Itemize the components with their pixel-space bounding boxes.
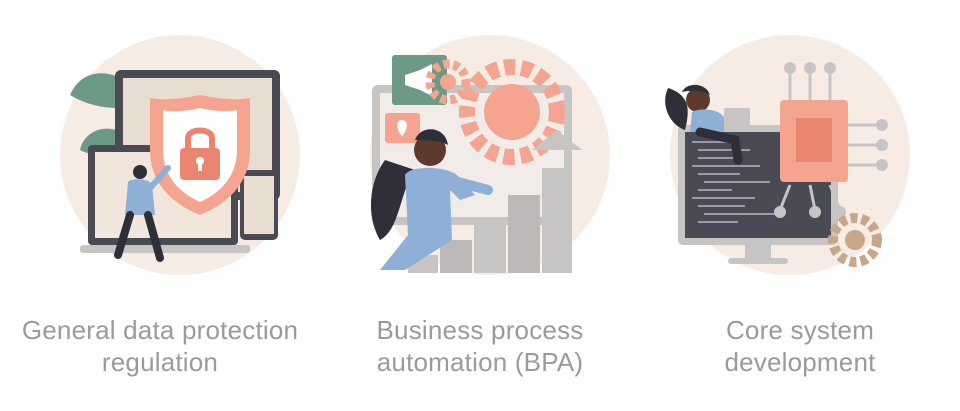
caption-line: regulation — [101, 347, 219, 377]
panel-core: Core system development — [640, 0, 960, 411]
caption-line: General data protection — [21, 315, 299, 345]
gear-icon — [828, 213, 882, 267]
caption-bpa: Business process automation (BPA) — [320, 314, 640, 378]
caption-line: Business process — [376, 315, 584, 345]
core-illustration — [665, 35, 910, 275]
gear-icon — [459, 59, 565, 165]
panel-bpa: Business process automation (BPA) — [320, 0, 640, 411]
gdpr-illustration — [60, 35, 300, 275]
gear-icon — [425, 59, 471, 105]
person-figure — [114, 165, 171, 262]
laptop-icon — [724, 108, 750, 126]
caption-core: Core system development — [640, 314, 960, 378]
code-lines — [692, 141, 780, 223]
circuit-nodes — [774, 62, 888, 218]
circuit-lines — [778, 70, 880, 211]
padlock-icon — [185, 127, 215, 150]
caption-line: automation (BPA) — [376, 347, 584, 377]
person-figure — [370, 129, 493, 270]
bpa-illustration — [370, 35, 610, 275]
location-pin-icon — [397, 120, 407, 136]
caption-gdpr: General data protection regulation — [0, 314, 320, 378]
megaphone-icon — [405, 64, 432, 96]
caption-line: Core system — [725, 315, 875, 345]
caption-line: development — [724, 347, 876, 377]
person-figure — [665, 84, 750, 165]
bar-chart-icon — [408, 130, 582, 273]
panel-gdpr: General data protection regulation — [0, 0, 320, 411]
